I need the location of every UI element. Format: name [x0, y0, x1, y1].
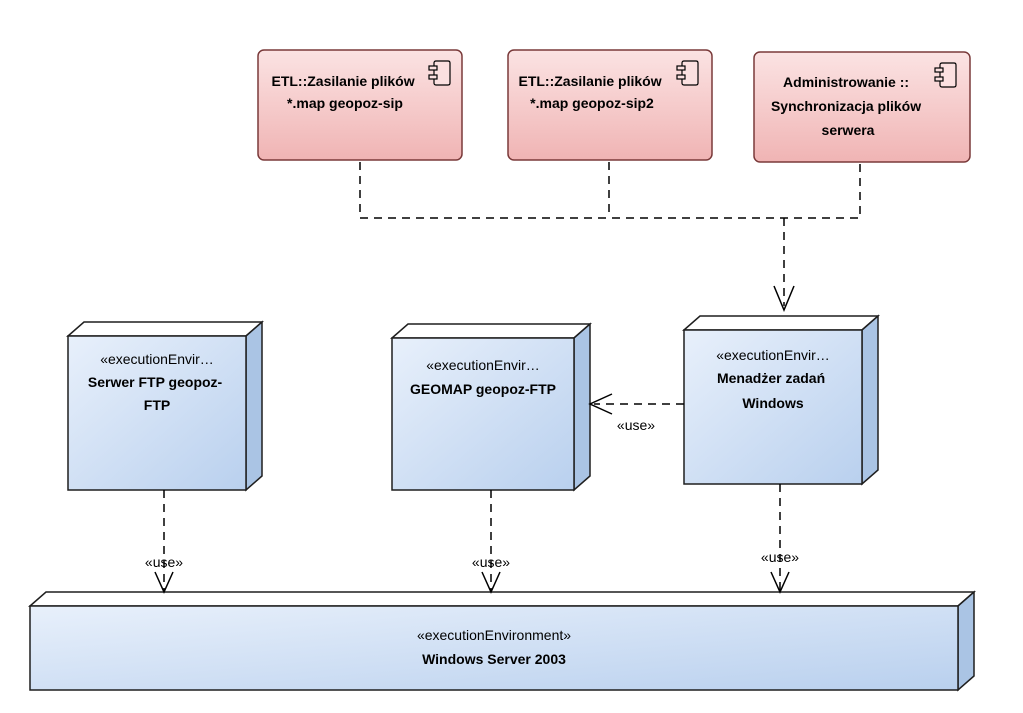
- use-label: «use»: [145, 554, 183, 570]
- use-connector-manager-geomap[interactable]: «use»: [588, 393, 684, 433]
- use-label: «use»: [761, 549, 799, 565]
- node-ftp-server[interactable]: «executionEnvir… Serwer FTP geopoz- FTP: [66, 320, 264, 492]
- node-title-line: Serwer FTP geopoz-: [88, 374, 223, 390]
- node-stereotype: «executionEnvironment»: [417, 627, 571, 643]
- use-connector-ftp-server[interactable]: «use»: [145, 490, 183, 594]
- node-stereotype: «executionEnvir…: [100, 351, 214, 367]
- component-icon: [934, 62, 957, 88]
- svg-text:Serwer FTP geopoz- FTP: Serwer FTP geopoz- FTP: [88, 374, 226, 413]
- node-title-line: FTP: [144, 397, 170, 413]
- svg-text:Menadżer zadań Windows: Menadżer zadań Windows: [717, 370, 829, 411]
- component-title-line: ETL::Zasilanie plików: [271, 73, 414, 89]
- component-icon: [676, 60, 699, 86]
- node-title-line: Menadżer zadań: [717, 370, 825, 386]
- component-title-line: *.map geopoz-sip2: [530, 95, 654, 111]
- node-title-line: Windows Server 2003: [422, 651, 566, 667]
- component-title-line: ETL::Zasilanie plików: [518, 73, 661, 89]
- node-stereotype: «executionEnvir…: [426, 357, 540, 373]
- use-label: «use»: [617, 417, 655, 433]
- component-title-line: *.map geopoz-sip: [287, 95, 403, 111]
- node-title-line: GEOMAP geopoz-FTP: [410, 381, 556, 397]
- component-title-line: Administrowanie ::: [783, 74, 909, 90]
- svg-text:ETL::Zasilanie plików *.: ETL::Zasilanie plików *.map geopoz-sip2: [518, 73, 665, 111]
- node-stereotype: «executionEnvir…: [716, 347, 830, 363]
- component-admin-sync[interactable]: Administrowanie :: Synchronizacja plików…: [753, 51, 971, 163]
- use-connector-manager-server[interactable]: «use»: [761, 484, 799, 594]
- component-title-line: serwera: [822, 122, 875, 138]
- node-geomap[interactable]: «executionEnvir… GEOMAP geopoz-FTP: [390, 322, 592, 492]
- component-etl-sip[interactable]: ETL::Zasilanie plików *.map geopoz-sip: [257, 49, 463, 161]
- node-task-manager[interactable]: «executionEnvir… Menadżer zadań Windows: [682, 314, 880, 486]
- node-windows-server[interactable]: «executionEnvironment» Windows Server 20…: [28, 590, 976, 692]
- component-icon: [428, 60, 451, 86]
- component-title-line: Synchronizacja plików: [771, 98, 921, 114]
- svg-text:Administrowanie :: Synch: Administrowanie :: Synchronizacja plików…: [771, 74, 925, 138]
- use-label: «use»: [472, 554, 510, 570]
- component-etl-sip2[interactable]: ETL::Zasilanie plików *.map geopoz-sip2: [507, 49, 713, 161]
- use-connector-geomap-server[interactable]: «use»: [472, 490, 510, 594]
- dependency-connector[interactable]: [359, 162, 861, 312]
- node-title-line: Windows: [742, 395, 804, 411]
- svg-text:ETL::Zasilanie plików *.: ETL::Zasilanie plików *.map geopoz-sip: [271, 73, 418, 111]
